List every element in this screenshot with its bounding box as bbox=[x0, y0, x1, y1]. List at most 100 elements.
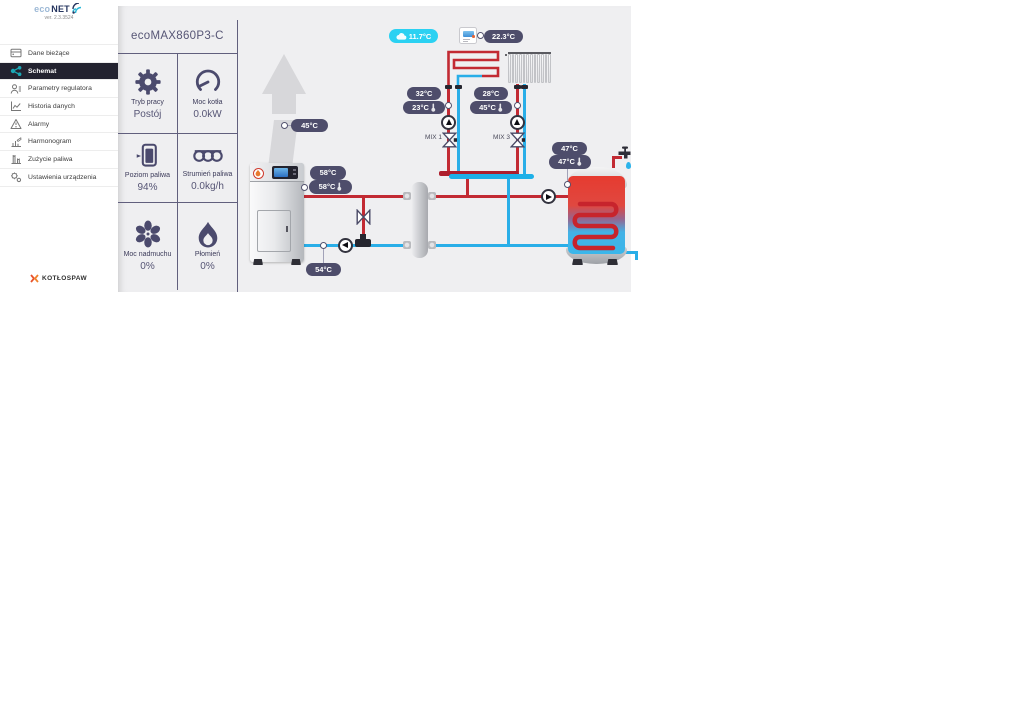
kotlospaw-mark-icon bbox=[30, 274, 39, 283]
sidebar-item-schemat[interactable]: Schemat bbox=[0, 62, 118, 81]
return-sensor-dot bbox=[319, 241, 327, 249]
room-link-dot bbox=[477, 32, 484, 39]
boiler-setpoint: 58°C bbox=[318, 182, 336, 192]
return-temp-pill: 54°C bbox=[306, 262, 341, 276]
mix3-return-pipe bbox=[523, 84, 526, 176]
chimney-arrow-icon bbox=[262, 54, 306, 168]
manifold-return-drop bbox=[506, 178, 510, 245]
mix1-temp-pill: 32°C bbox=[407, 87, 441, 100]
gauge-icon bbox=[195, 69, 220, 91]
water-drop-icon bbox=[626, 162, 631, 169]
mix3-label: MIX 3 bbox=[493, 134, 510, 141]
schema-icon bbox=[10, 66, 22, 77]
mix3-return-cap bbox=[521, 85, 528, 89]
boiler-logo-flame-icon bbox=[253, 168, 264, 179]
dhw-sensor-dot bbox=[564, 180, 571, 188]
brand-net: NET bbox=[51, 4, 70, 14]
tile-value: 0% bbox=[200, 261, 215, 272]
hydraulic-separator bbox=[411, 182, 428, 258]
tank-foot bbox=[607, 259, 618, 265]
sidebar-item-label: Parametry regulatora bbox=[28, 85, 92, 93]
sidebar-item-label: Dane bieżące bbox=[28, 49, 70, 57]
sidebar-menu: Dane bieżące Schemat Parametry regulator… bbox=[0, 44, 118, 187]
boiler bbox=[250, 163, 304, 262]
tile-operating-mode: Tryb pracy Postój bbox=[118, 54, 177, 133]
mix1-label: MIX 1 bbox=[425, 134, 442, 141]
supply-pipe-main bbox=[303, 194, 569, 198]
history-chart-icon bbox=[11, 101, 21, 112]
tile-value: 0.0kg/h bbox=[191, 181, 224, 192]
sidebar-item-label: Harmonogram bbox=[28, 138, 72, 146]
mix1-supply-cap bbox=[445, 85, 452, 89]
tile-label: Płomień bbox=[194, 251, 221, 258]
tee-fitting bbox=[355, 238, 371, 247]
mix3-setpoint-pill: 45°C bbox=[470, 100, 512, 114]
mix3-setpoint: 45°C bbox=[479, 102, 496, 112]
mix3-temp-pill: 28°C bbox=[474, 87, 508, 100]
thermometer-icon bbox=[498, 103, 503, 112]
boiler-door bbox=[257, 210, 291, 252]
return-temp: 54°C bbox=[315, 264, 332, 274]
manifold-supply-drop bbox=[465, 176, 469, 195]
boiler-temp: 58°C bbox=[319, 168, 337, 178]
boiler-display bbox=[272, 166, 298, 179]
dhw-pump-icon bbox=[541, 189, 556, 204]
flue-temp: 45°C bbox=[301, 120, 318, 130]
sidebar-item-label: Zużycie paliwa bbox=[28, 155, 73, 163]
radiator bbox=[508, 53, 552, 83]
separator-fitting bbox=[403, 191, 411, 200]
fuel-usage-icon bbox=[11, 155, 21, 165]
tile-label: Poziom paliwa bbox=[124, 172, 171, 179]
sidebar-item-alarmy[interactable]: Alarmy bbox=[0, 115, 118, 134]
mix3-sensor-dot bbox=[513, 101, 521, 109]
mix1-setpoint: 23°C bbox=[412, 102, 429, 112]
tile-label: Strumień paliwa bbox=[182, 171, 233, 178]
tile-label: Moc nadmuchu bbox=[123, 251, 172, 258]
sidebar-item-label: Schemat bbox=[28, 67, 57, 75]
tile-blow-power: Moc nadmuchu 0% bbox=[118, 203, 177, 289]
sidebar-item-parametry-regulatora[interactable]: Parametry regulatora bbox=[0, 80, 118, 99]
tank-outlet-pipe bbox=[635, 253, 638, 260]
flue-temp-pill: 45°C bbox=[291, 118, 328, 132]
sidebar-item-ustawienia-urzadzenia[interactable]: Ustawienia urządzenia bbox=[0, 168, 118, 187]
boiler-sensor-dot bbox=[300, 183, 308, 191]
separator-fitting bbox=[427, 191, 436, 200]
mix1-return-cap bbox=[454, 85, 462, 89]
dhw-setpoint-pill: 47°C bbox=[549, 155, 591, 169]
boiler-foot bbox=[291, 259, 301, 265]
schedule-icon bbox=[11, 136, 22, 147]
return-pipe-main bbox=[303, 243, 568, 247]
kotlospaw-logo: KOTŁOSPAW bbox=[30, 274, 87, 283]
boiler-temp-pill: 58°C bbox=[310, 166, 346, 180]
fuel-level-icon bbox=[136, 143, 157, 167]
thermometer-icon bbox=[577, 157, 582, 166]
tile-boiler-power: Moc kotła 0.0kW bbox=[178, 54, 237, 133]
mix1-temp: 32°C bbox=[415, 89, 433, 98]
tee-fitting-nub bbox=[360, 234, 366, 240]
divider-column bbox=[177, 53, 178, 290]
alarm-triangle-icon bbox=[10, 119, 22, 130]
manifold-supply-bar bbox=[439, 170, 519, 176]
mix1-setpoint-pill: 23°C bbox=[403, 100, 445, 114]
sidebar-item-historia-danych[interactable]: Historia danych bbox=[0, 98, 118, 116]
sidebar-item-label: Historia danych bbox=[28, 102, 75, 110]
flame-icon bbox=[198, 221, 217, 248]
settings-gears-icon bbox=[11, 172, 22, 183]
tile-value: 94% bbox=[137, 182, 158, 193]
faucet-icon bbox=[618, 146, 631, 159]
gear-icon bbox=[134, 68, 161, 95]
radiator-top-bar bbox=[508, 52, 551, 54]
kotlospaw-text: KOTŁOSPAW bbox=[42, 275, 88, 282]
bypass-valve-icon bbox=[356, 209, 370, 225]
flue-sensor-dot bbox=[280, 121, 288, 129]
underfloor-loop-icon bbox=[447, 50, 500, 87]
sidebar-item-zuzycie-paliwa[interactable]: Zużycie paliwa bbox=[0, 151, 118, 169]
mix1-valve-icon bbox=[441, 132, 457, 148]
wifi-icon bbox=[72, 3, 81, 14]
sidebar-item-harmonogram[interactable]: Harmonogram bbox=[0, 133, 118, 152]
sidebar-item-dane-biezace[interactable]: Dane bieżące bbox=[0, 45, 118, 63]
tap-pipe bbox=[612, 156, 622, 159]
dhw-setpoint: 47°C bbox=[558, 157, 575, 167]
boiler-setpoint-pill: 58°C bbox=[309, 180, 352, 194]
